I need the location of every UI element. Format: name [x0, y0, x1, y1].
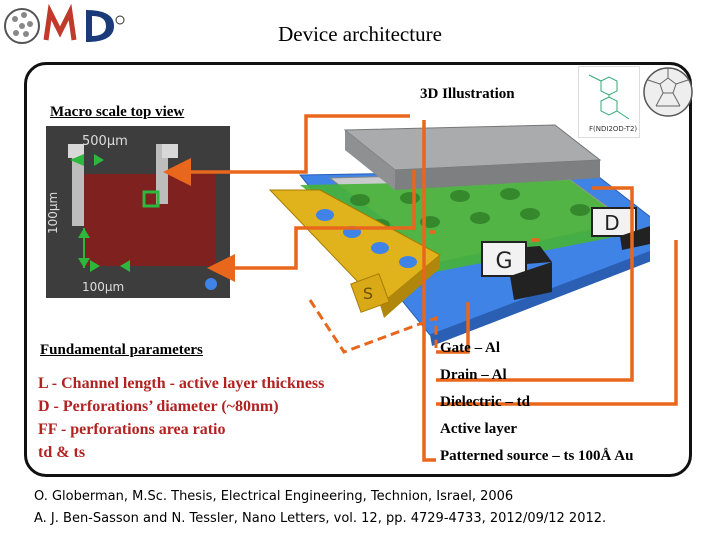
molecule-caption: F(NDI2OD-T2)	[589, 125, 638, 133]
scale-100um-horizontal: 100μm	[82, 280, 125, 294]
param-item: D - Perforations’ diameter (~80nm)	[38, 398, 279, 415]
layer-item-active: Active layer	[440, 421, 518, 437]
gate-label: G	[495, 249, 512, 274]
layer-item-gate: Gate – Al	[440, 340, 500, 356]
scale-500um: 500μm	[82, 134, 128, 149]
source-label: S	[363, 284, 373, 303]
layer-item-drain: Drain – Al	[440, 367, 507, 383]
reference-item: O. Globerman, M.Sc. Thesis, Electrical E…	[34, 489, 514, 504]
illustration-label: 3D Illustration	[420, 86, 515, 102]
macro-view-label: Macro scale top view	[50, 104, 185, 120]
param-item: td & ts	[38, 444, 86, 461]
device-3d-illustration: S G D	[268, 124, 650, 346]
omd-logo	[4, 3, 125, 44]
layer-item-source: Patterned source – ts 100Å Au	[440, 448, 634, 464]
params-list: L - Channel length - active layer thickn…	[38, 372, 324, 464]
macro-photo: 500μm 100μm 100μm	[46, 126, 230, 298]
fullerene-icon	[643, 67, 693, 117]
page-title: Device architecture	[278, 22, 442, 46]
layer-item-dielectric: Dielectric – td	[440, 394, 530, 410]
params-title: Fundamental parameters	[40, 342, 203, 358]
references: O. Globerman, M.Sc. Thesis, Electrical E…	[34, 486, 606, 530]
reference-item: A. J. Ben-Sasson and N. Tessler, Nano Le…	[34, 511, 607, 526]
layer-list: Gate – Al Drain – Al Dielectric – td Act…	[440, 340, 633, 475]
param-item: L - Channel length - active layer thickn…	[38, 375, 325, 392]
param-item: FF - perforations area ratio	[38, 421, 226, 438]
content-frame	[24, 62, 692, 477]
molecule-structure: F(NDI2OD-T2)	[578, 66, 640, 138]
drain-label: D	[604, 211, 619, 235]
macro-photo-drawing	[68, 144, 217, 290]
